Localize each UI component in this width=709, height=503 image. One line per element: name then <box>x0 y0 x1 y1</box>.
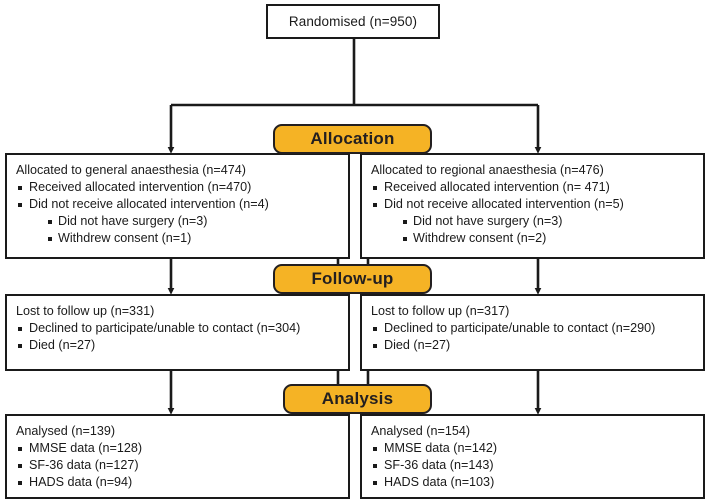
list-item-text: Died (n=27) <box>29 338 96 352</box>
stage-label-allocation: Allocation <box>310 129 395 148</box>
list-item: Received allocated intervention (n= 471) <box>371 179 695 196</box>
allocation-left-list: Received allocated intervention (n=470) … <box>16 179 340 247</box>
list-item: HADS data (n=94) <box>16 474 340 491</box>
followup-right-content: Lost to follow up (n=317) Declined to pa… <box>362 296 703 358</box>
list-item-text: Received allocated intervention (n=470) <box>29 180 252 194</box>
list-item-text: Received allocated intervention (n= 471) <box>384 180 610 194</box>
stage-banner-followup: Follow-up <box>273 264 432 294</box>
stage-label-analysis: Analysis <box>321 389 394 408</box>
followup-left-content: Lost to follow up (n=331) Declined to pa… <box>7 296 348 358</box>
stage-banner-analysis: Analysis <box>283 384 432 414</box>
list-item: Did not have surgery (n=3) <box>400 213 695 230</box>
allocation-left-content: Allocated to general anaesthesia (n=474)… <box>7 155 348 251</box>
list-item-text: MMSE data (n=128) <box>29 441 143 455</box>
followup-left-list: Declined to participate/unable to contac… <box>16 320 340 354</box>
list-item-text: HADS data (n=94) <box>29 475 133 489</box>
analysis-left-lead: Analysed (n=139) <box>16 424 116 438</box>
list-item-text: Did not receive allocated intervention (… <box>384 197 624 211</box>
list-item: Died (n=27) <box>371 337 695 354</box>
analysis-left-content: Analysed (n=139) MMSE data (n=128) SF-36… <box>7 416 348 495</box>
list-item: Did not receive allocated intervention (… <box>16 196 340 247</box>
list-item: MMSE data (n=142) <box>371 440 695 457</box>
list-item-text: HADS data (n=103) <box>384 475 495 489</box>
list-item: Withdrew consent (n=1) <box>45 230 340 247</box>
allocation-box-right: Allocated to regional anaesthesia (n=476… <box>360 153 705 259</box>
analysis-box-right: Analysed (n=154) MMSE data (n=142) SF-36… <box>360 414 705 499</box>
list-item-text: Did not have surgery (n=3) <box>413 214 563 228</box>
followup-left-lead: Lost to follow up (n=331) <box>16 304 155 318</box>
allocation-left-lead: Allocated to general anaesthesia (n=474) <box>16 163 246 177</box>
randomised-label: Randomised (n=950) <box>288 14 418 29</box>
followup-right-list: Declined to participate/unable to contac… <box>371 320 695 354</box>
analysis-right-content: Analysed (n=154) MMSE data (n=142) SF-36… <box>362 416 703 495</box>
allocation-left-sublist: Did not have surgery (n=3) Withdrew cons… <box>45 213 340 247</box>
analysis-box-left: Analysed (n=139) MMSE data (n=128) SF-36… <box>5 414 350 499</box>
stage-banner-allocation: Allocation <box>273 124 432 154</box>
list-item-text: Did not have surgery (n=3) <box>58 214 208 228</box>
stage-label-followup: Follow-up <box>311 269 394 288</box>
allocation-box-left: Allocated to general anaesthesia (n=474)… <box>5 153 350 259</box>
followup-right-lead: Lost to follow up (n=317) <box>371 304 510 318</box>
list-item-text: Died (n=27) <box>384 338 451 352</box>
analysis-right-lead: Analysed (n=154) <box>371 424 471 438</box>
list-item-text: Withdrew consent (n=1) <box>58 231 192 245</box>
allocation-right-content: Allocated to regional anaesthesia (n=476… <box>362 155 703 251</box>
list-item: SF-36 data (n=127) <box>16 457 340 474</box>
list-item-text: SF-36 data (n=143) <box>384 458 494 472</box>
randomised-box: Randomised (n=950) <box>266 4 440 39</box>
list-item: Did not have surgery (n=3) <box>45 213 340 230</box>
list-item: MMSE data (n=128) <box>16 440 340 457</box>
list-item-text: Declined to participate/unable to contac… <box>29 321 301 335</box>
followup-box-right: Lost to follow up (n=317) Declined to pa… <box>360 294 705 371</box>
list-item: SF-36 data (n=143) <box>371 457 695 474</box>
allocation-right-sublist: Did not have surgery (n=3) Withdrew cons… <box>400 213 695 247</box>
list-item-text: Declined to participate/unable to contac… <box>384 321 656 335</box>
list-item: Did not receive allocated intervention (… <box>371 196 695 247</box>
allocation-right-list: Received allocated intervention (n= 471)… <box>371 179 695 247</box>
list-item: Received allocated intervention (n=470) <box>16 179 340 196</box>
list-item: Declined to participate/unable to contac… <box>371 320 695 337</box>
list-item: HADS data (n=103) <box>371 474 695 491</box>
analysis-left-list: MMSE data (n=128) SF-36 data (n=127) HAD… <box>16 440 340 491</box>
list-item: Died (n=27) <box>16 337 340 354</box>
list-item-text: Did not receive allocated intervention (… <box>29 197 269 211</box>
list-item-text: Withdrew consent (n=2) <box>413 231 547 245</box>
list-item: Declined to participate/unable to contac… <box>16 320 340 337</box>
allocation-right-lead: Allocated to regional anaesthesia (n=476… <box>371 163 604 177</box>
list-item-text: MMSE data (n=142) <box>384 441 498 455</box>
list-item: Withdrew consent (n=2) <box>400 230 695 247</box>
analysis-right-list: MMSE data (n=142) SF-36 data (n=143) HAD… <box>371 440 695 491</box>
list-item-text: SF-36 data (n=127) <box>29 458 139 472</box>
followup-box-left: Lost to follow up (n=331) Declined to pa… <box>5 294 350 371</box>
